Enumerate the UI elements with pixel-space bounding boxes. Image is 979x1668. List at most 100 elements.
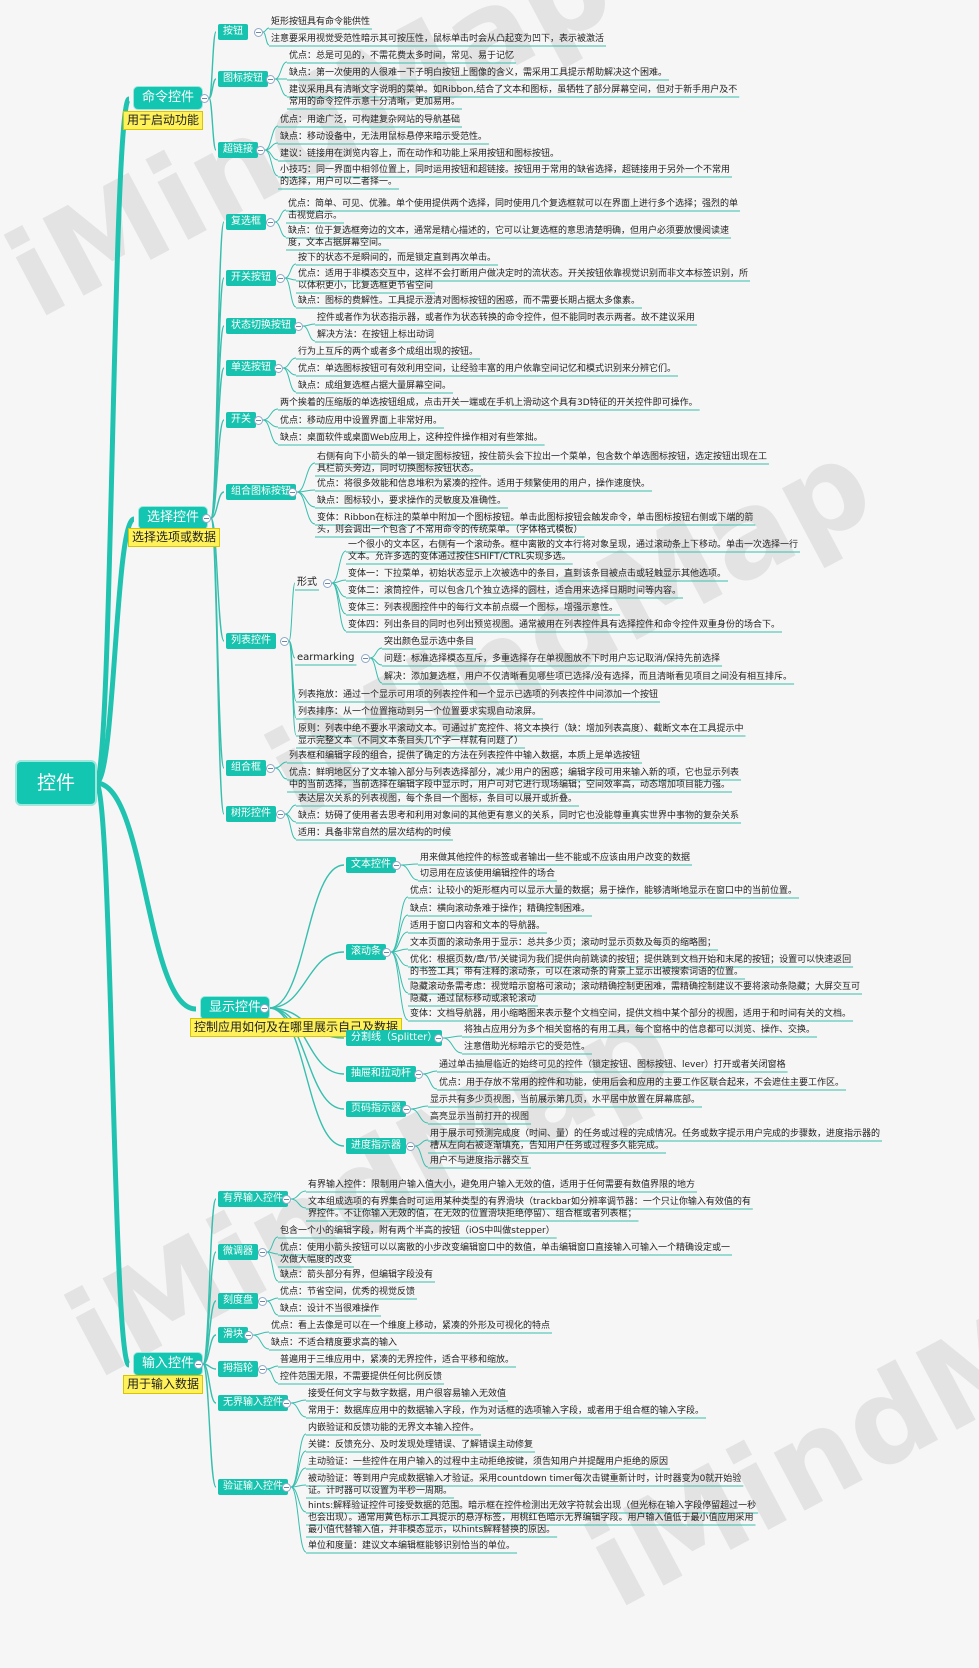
connector-line xyxy=(210,491,225,519)
connector-line xyxy=(282,357,297,369)
leaf-text: 以体积更小，比复选框更节省空间 xyxy=(298,281,434,291)
leaf-text: 证。计时器可以设置为半秒一周期。 xyxy=(308,1486,453,1496)
leaf-text: 按下的状态不是瞬间的，而是锁定直到再次单击。 xyxy=(298,253,497,263)
control-node: 无界输入控件 xyxy=(218,1395,288,1411)
leaf-text: 变体三：列表视图控件中的每行文本前点缀一个图标，增强示意性。 xyxy=(348,603,619,613)
collapse-toggle-icon[interactable] xyxy=(256,146,265,155)
leaf-text: 优点：看上去像是可以在一个维度上移动，紧凑的外形及可视化的特点 xyxy=(271,1321,551,1331)
connector-line xyxy=(268,951,345,1009)
collapse-toggle-icon[interactable] xyxy=(266,218,275,227)
leaf-text: 优点：用途广泛，可构建复杂网站的导航基础 xyxy=(280,115,461,125)
leaf-text: 缺点：桌面软件或桌面Web应用上，这种控件操作相对有些笨拙。 xyxy=(280,433,543,443)
leaf-text: 用于展示可预测完成度（时间、量）的任务或过程的完成情况。任务或数字提示用户完成的… xyxy=(430,1129,881,1139)
connector-line xyxy=(390,914,409,953)
leaf-text: 被动验证：等到用户完成数据输入才验证。采用countdown timer每次击键… xyxy=(308,1474,742,1484)
connector-line xyxy=(296,489,316,493)
leaf-text: 右侧有向下小箭头的单一锁定图标按钮，按住箭头会下拉出一个菜单，包含数个单选图标按… xyxy=(317,452,768,462)
collapse-toggle-icon[interactable] xyxy=(258,1297,267,1306)
collapse-toggle-icon[interactable] xyxy=(282,1195,291,1204)
leaf-text: 通过单击抽屉临近的始终可见的控件（锁定按钮、图标按钮、lever）打开或者关闭窗… xyxy=(439,1060,786,1070)
connector-line xyxy=(268,864,345,1009)
control-node: 滑块 xyxy=(218,1327,248,1343)
connector-line xyxy=(390,896,409,953)
collapse-toggle-icon[interactable] xyxy=(392,861,401,870)
leaf-text: 表达层次关系的列表视图，每个条目一个图标，条目可以展开或折叠。 xyxy=(298,794,578,804)
leaf-text: 高亮显示当前打开的视图 xyxy=(430,1112,530,1122)
leaf-text: 常用于：数据库应用中的数据输入字段，作为对话框的选项输入字段，或者用于组合框的输… xyxy=(308,1406,705,1416)
leaf-text: 解决：添加复选框，用户不仅清晰看见哪些项已选择/没有选择，而且清晰看见项目之间没… xyxy=(384,672,793,682)
leaf-text: 优点：简单、可见、优雅。单个使用提供两个选择，同时使用几个复选框就可以在界面上进… xyxy=(288,199,739,209)
collapse-toggle-icon[interactable] xyxy=(323,579,332,588)
connector-line xyxy=(210,517,225,815)
leaf-text: 优点：移动应用中设置界面上非常好用。 xyxy=(280,416,443,426)
leaf-text: 变体二：滚筒控件，可以包含几个独立选择的圆柱，适合用来选择日期时间等内容。 xyxy=(348,586,682,596)
connector-line xyxy=(210,517,225,769)
category-subtitle: 选择选项或数据 xyxy=(128,528,221,547)
leaf-text: 解决方法：在按钮上标出动词 xyxy=(317,330,435,340)
collapse-toggle-icon[interactable] xyxy=(244,1331,253,1340)
collapse-toggle-icon[interactable] xyxy=(280,637,289,646)
category-subtitle: 用于启动功能 xyxy=(123,111,204,130)
collapse-toggle-icon[interactable] xyxy=(276,274,285,283)
collapse-toggle-icon[interactable] xyxy=(294,322,303,331)
leaf-text: 突出颜色显示选中条目 xyxy=(384,637,475,647)
leaf-text: 隐藏滚动条需考虑：视觉暗示窗格可滚动；滚动精确控制更困难，需精确控制建议不要将滚… xyxy=(410,982,861,992)
control-node: 拇指轮 xyxy=(218,1361,258,1377)
connector-line xyxy=(93,516,137,786)
leaf-text: 文本。允许多选的变体通过按住SHIFT/CTRL实现多选。 xyxy=(348,552,571,562)
collapse-toggle-icon[interactable] xyxy=(382,948,391,957)
leaf-text: 变体四：列出条目的同时也列出预览视图。通常被用在列表控件具有选择控件和命令控件双… xyxy=(348,620,781,630)
collapse-toggle-icon[interactable] xyxy=(254,416,263,425)
collapse-toggle-icon[interactable] xyxy=(194,1360,203,1369)
collapse-toggle-icon[interactable] xyxy=(276,810,285,819)
leaf-text: 具栏箭头旁边，同时切换图标按钮状态。 xyxy=(317,464,480,474)
connector-line xyxy=(290,1467,307,1488)
collapse-toggle-icon[interactable] xyxy=(266,764,275,773)
control-node: 状态切换按钮 xyxy=(226,318,296,334)
leaf-text: 也会出现）。通常用黄色标示工具提示的悬浮标签，用桃红色暗示无界编辑字段。用户输入… xyxy=(308,1513,754,1523)
collapse-toggle-icon[interactable] xyxy=(200,94,209,103)
leaf-text: 变体：文档导航器，用小缩略图来表示整个文档空间，提供文档中某个部分的视图，适用于… xyxy=(410,1009,852,1019)
category-node: 显示控件 xyxy=(200,996,271,1020)
connector-line xyxy=(290,1402,307,1418)
collapse-toggle-icon[interactable] xyxy=(406,1142,415,1151)
connector-line xyxy=(290,1450,307,1488)
leaf-text: 优点：使用小箭头按钮可以以离散的小步改变编辑窗口中的数值，单击编辑窗口直接输入可… xyxy=(280,1243,731,1253)
collapse-toggle-icon[interactable] xyxy=(414,1070,423,1079)
collapse-toggle-icon[interactable] xyxy=(402,1105,411,1114)
leaf-text: 文本页面的滚动条用于显示：总共多少页；滚动时显示页数及每页的缩略图； xyxy=(410,938,717,948)
leaf-text: 缺点：箭头部分有界，但编辑字段没有 xyxy=(280,1270,434,1280)
control-node: 刻度盘 xyxy=(218,1293,258,1309)
leaf-text: 缺点：图标的费解性。工具提示澄清对图标按钮的困惑，而不需要长期占据太多像素。 xyxy=(298,296,641,306)
collapse-toggle-icon[interactable] xyxy=(282,1399,291,1408)
leaf-text: 原则：列表中绝不要水平滚动文本。可通过扩宽控件、将文本换行（缺：增加列表高度）、… xyxy=(298,724,744,734)
connector-line xyxy=(422,1070,438,1075)
collapse-toggle-icon[interactable] xyxy=(202,514,211,523)
collapse-toggle-icon[interactable] xyxy=(258,1248,267,1257)
watermark: iMindMap xyxy=(565,1203,979,1636)
collapse-toggle-icon[interactable] xyxy=(434,1034,443,1043)
collapse-toggle-icon[interactable] xyxy=(260,1004,269,1013)
connector-line xyxy=(202,1363,217,1488)
connector-line xyxy=(282,367,297,393)
collapse-toggle-icon[interactable] xyxy=(282,1483,291,1492)
connector-line xyxy=(390,931,409,953)
leaf-text: 优点：鲜明地区分了文本输入部分与列表选择部分，减少用户的困惑；编辑字段可用来输入… xyxy=(289,768,740,778)
collapse-toggle-icon[interactable] xyxy=(288,488,297,497)
collapse-toggle-icon[interactable] xyxy=(266,75,275,84)
connector-line xyxy=(302,323,316,327)
category-node: 命令控件 xyxy=(133,86,204,110)
collapse-toggle-icon[interactable] xyxy=(254,28,263,37)
connector-line xyxy=(302,325,316,342)
collapse-toggle-icon[interactable] xyxy=(258,1365,267,1374)
collapse-toggle-icon[interactable] xyxy=(274,364,283,373)
leaf-text: 建议：链接用在浏览内容上，而在动作和功能上采用按钮和图标按钮。 xyxy=(280,149,560,159)
control-node: 文本控件 xyxy=(346,857,396,873)
control-node: 开关 xyxy=(226,412,256,428)
connector-line xyxy=(331,550,347,584)
connector-line xyxy=(262,419,279,428)
leaf-text: 控件范围无限，不需要提供任何比例反馈 xyxy=(280,1372,443,1382)
leaf-text: 优点：总是可见的，不需花费太多时间，常见、易于记忆 xyxy=(289,51,515,61)
collapse-toggle-icon[interactable] xyxy=(361,654,370,663)
leaf-text: 两个挨着的压缩版的单选按钮组成，点击开关一端或在手机上滑动这个具有3D特征的开关… xyxy=(280,398,698,408)
